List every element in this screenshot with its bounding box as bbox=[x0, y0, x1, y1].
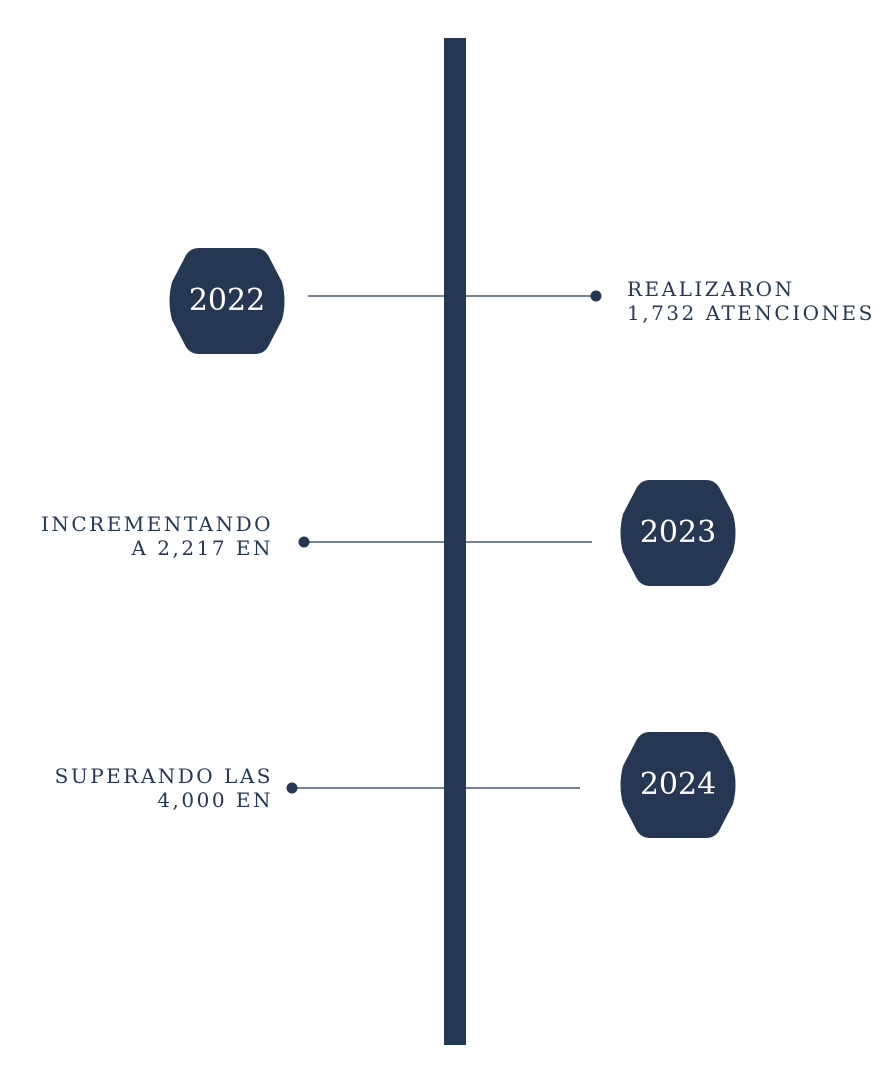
event-text-2022: REALIZARON 1,732 ATENCIONES bbox=[627, 277, 875, 325]
event-text-2024-line-1: SUPERANDO LAS bbox=[54, 764, 273, 788]
year-badge-2022 bbox=[169, 248, 285, 354]
event-text-2023: INCREMENTANDO A 2,217 EN bbox=[41, 512, 273, 560]
connector-dot-2023 bbox=[298, 536, 310, 548]
event-text-2022-line-2: 1,732 ATENCIONES bbox=[627, 301, 875, 325]
year-label-2022: 2022 bbox=[188, 283, 266, 318]
event-text-2023-line-2: A 2,217 EN bbox=[131, 536, 273, 560]
event-text-2022-line-1: REALIZARON bbox=[627, 277, 795, 301]
connector-dot-2024 bbox=[286, 782, 298, 794]
event-text-2024-line-2: 4,000 EN bbox=[157, 788, 273, 812]
year-badge-2024 bbox=[620, 732, 736, 838]
connector-dot-2022 bbox=[590, 290, 602, 302]
year-badge-2023 bbox=[620, 480, 736, 586]
event-text-2024: SUPERANDO LAS 4,000 EN bbox=[55, 764, 273, 812]
timeline-vertical-bar bbox=[444, 38, 466, 1045]
event-text-2023-line-1: INCREMENTANDO bbox=[40, 512, 273, 536]
year-label-2024: 2024 bbox=[639, 767, 717, 802]
year-label-2023: 2023 bbox=[639, 515, 717, 550]
